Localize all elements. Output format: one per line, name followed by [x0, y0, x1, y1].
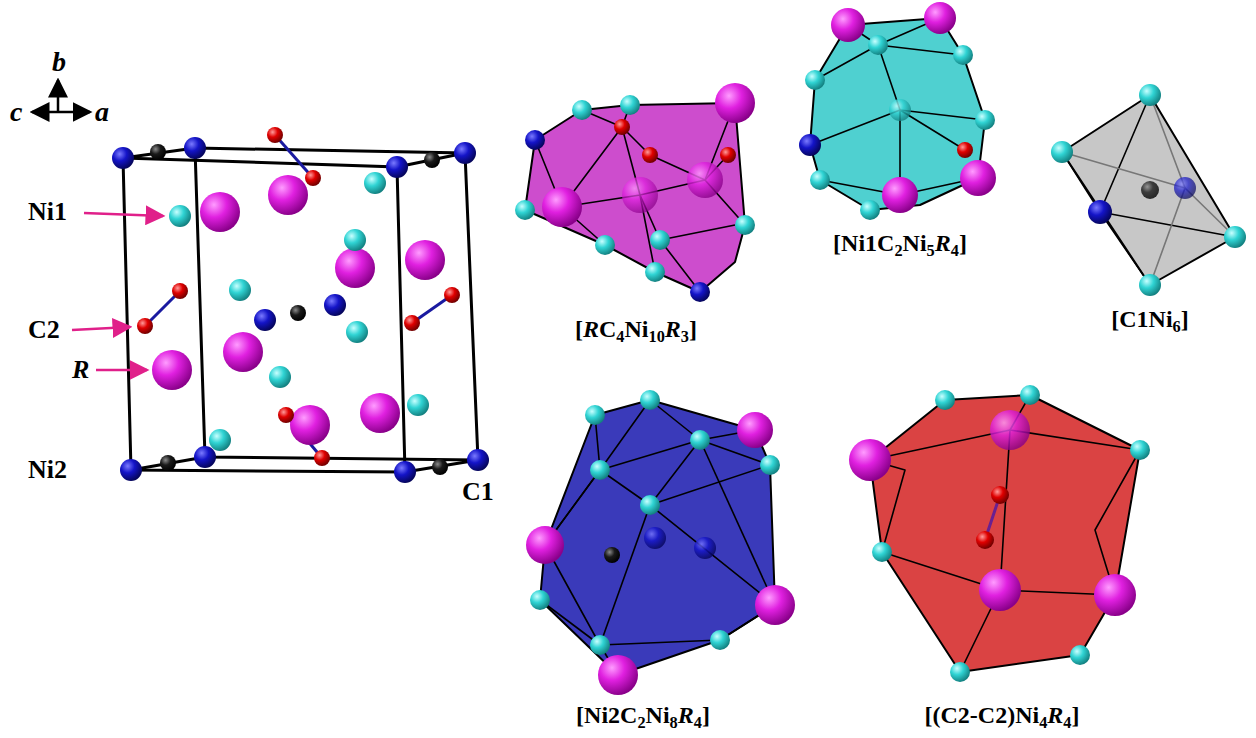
axis-label: b [52, 46, 66, 78]
polyhedron-caption: [(C2-C2)Ni4R4] [925, 702, 1080, 730]
polyhedron-caption: [RC4Ni10R3] [575, 316, 697, 344]
axis-label: c [10, 96, 22, 128]
polyhedron-caption: [C1Ni6] [1111, 306, 1189, 334]
atom-label: Ni2 [28, 455, 67, 485]
axis-label: a [95, 96, 109, 128]
atom-label: Ni1 [28, 197, 67, 227]
atom-label: R [72, 355, 89, 385]
polyhedron-caption: [Ni1C2Ni5R4] [833, 230, 967, 258]
atom-label: C2 [28, 315, 60, 345]
polyhedron-caption: [Ni2C2Ni8R4] [576, 702, 710, 730]
atom-label: C1 [462, 477, 494, 507]
